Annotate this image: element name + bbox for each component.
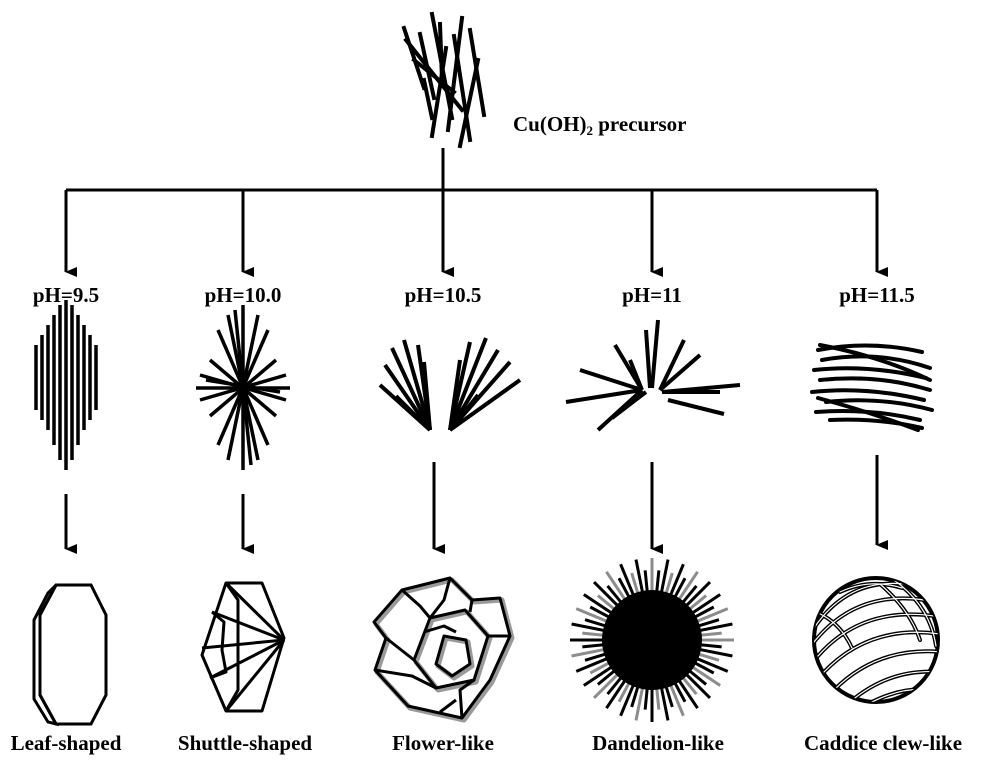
morphology-label-caddice: Caddice clew-like xyxy=(804,731,962,756)
caddice-clew-crystal xyxy=(814,578,942,704)
dandelion-rods xyxy=(566,320,740,430)
ph-label-1: pH=9.5 xyxy=(33,283,99,308)
shuttle-crystal xyxy=(202,583,284,711)
flower-crystal xyxy=(374,578,512,720)
shuttle-star-rods xyxy=(196,305,290,470)
transform-arrows xyxy=(66,455,877,549)
precursor-rods xyxy=(404,14,484,146)
ph-label-3: pH=10.5 xyxy=(405,283,482,308)
precursor-label: Cu(OH)2 precursor xyxy=(513,112,687,139)
morphology-label-dandelion: Dandelion-like xyxy=(592,731,724,756)
morphology-label-shuttle: Shuttle-shaped xyxy=(178,731,312,756)
leaf-rods xyxy=(36,300,96,470)
morphology-label-leaf: Leaf-shaped xyxy=(11,731,122,756)
branch-connectors xyxy=(66,148,877,272)
ph-label-5: pH=11.5 xyxy=(839,283,915,308)
precursor-formula: Cu(OH) xyxy=(513,112,587,136)
flower-rods xyxy=(380,338,520,430)
precursor-suffix: precursor xyxy=(593,112,687,136)
dandelion-crystal xyxy=(570,558,734,722)
morphology-label-flower: Flower-like xyxy=(392,731,494,756)
caddice-rods xyxy=(812,345,932,430)
ph-label-4: pH=11 xyxy=(622,283,682,308)
leaf-crystal xyxy=(34,585,106,724)
ph-label-2: pH=10.0 xyxy=(205,283,282,308)
